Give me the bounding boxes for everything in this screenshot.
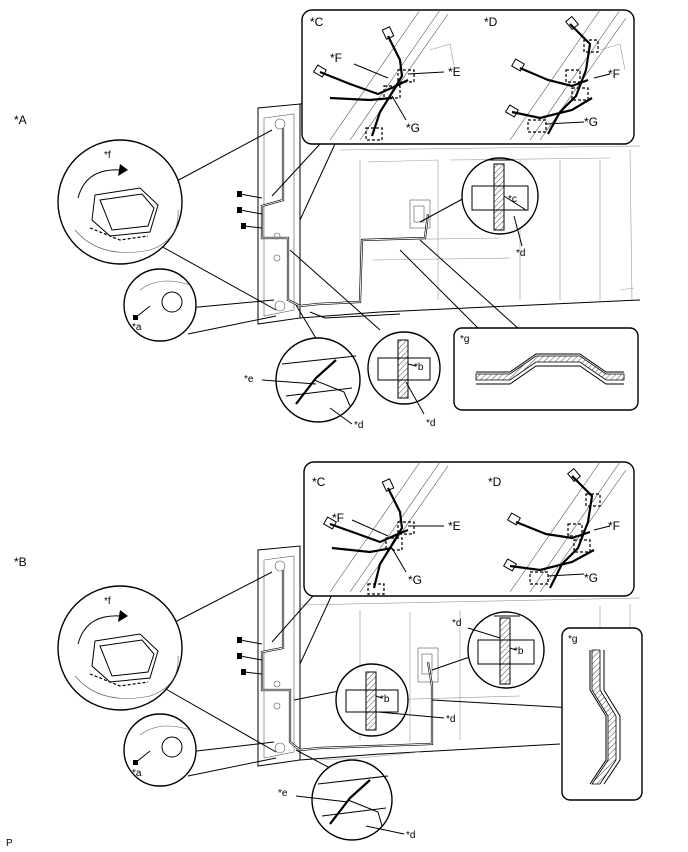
detail-panel-cd-a: *C *D *E *F *G [301,9,635,145]
label-g-b: *g [568,634,577,645]
callout-b-section-left-b: *b *d [335,663,455,737]
label-c-a: *C [310,15,324,29]
label-view-a: *A [14,113,27,127]
label-d-e-b: *d [406,830,415,841]
callout-a-b: *a [123,713,197,787]
leader-lines-a [149,129,521,346]
view-a: *A [14,9,641,431]
label-e-a: *E [448,65,461,79]
callout-a-a: *a [123,268,197,342]
label-g-d-a: *G [584,115,598,129]
label-g-d-b: *G [584,571,598,585]
callout-e-a: *e *d [244,337,363,431]
label-g-a: *g [460,334,469,345]
detail-panel-cd-b: *C *D *E *F *G [303,461,635,597]
panel-g-a [453,327,639,411]
panel-cd-b [303,461,635,597]
leader-lines-b [149,571,575,777]
callout-b-section-right-b: *b *d [452,611,545,689]
callout-f-b: *f [57,585,183,711]
label-f-upper-a: *F [330,51,342,65]
label-e-b: *e [278,788,288,799]
callout-b-section-a: *b *d [367,331,441,429]
label-d-b-a: *d [426,418,435,429]
callout-e-b: *e *d [278,759,415,841]
wire-harness-b [237,570,434,752]
label-view-b: *B [14,555,27,569]
label-d-e-a: *d [354,420,363,431]
detail-panel-g-a: *g [453,327,639,411]
label-d-a: *D [484,15,498,29]
label-g-c-a: *G [406,121,420,135]
figure-code: P [6,838,13,849]
label-c-a: *c [508,194,517,205]
vehicle-body-b [257,545,641,767]
view-b: *B [14,461,643,841]
label-b-left-b: *b [380,694,390,705]
label-f-d-a: *F [608,67,620,81]
label-d-right-b: *d [452,618,461,629]
label-f-a: *f [104,150,111,161]
label-a-b: *a [132,768,142,779]
detail-panel-g-b: *g [561,627,643,801]
label-c-b: *C [312,475,326,489]
label-g-c-b: *G [408,573,422,587]
label-e-a: *e [244,374,254,385]
label-d-c-a: *d [516,248,525,259]
label-e-b: *E [448,519,461,533]
label-b-a: *b [414,362,424,373]
label-f-upper-b: *F [332,511,344,525]
callout-f-a: *f [57,139,183,265]
label-f-b: *f [104,596,111,607]
callout-c-section-a: *c *d [461,157,539,259]
panel-g-b [561,627,643,801]
label-a-a: *a [132,322,142,333]
panel-cd-a [301,9,635,145]
label-d-b: *D [488,475,502,489]
label-b-right-b: *b [514,646,524,657]
label-f-d-b: *F [608,519,620,533]
wire-harness-a [237,128,430,308]
label-d-left-b: *d [446,714,455,725]
